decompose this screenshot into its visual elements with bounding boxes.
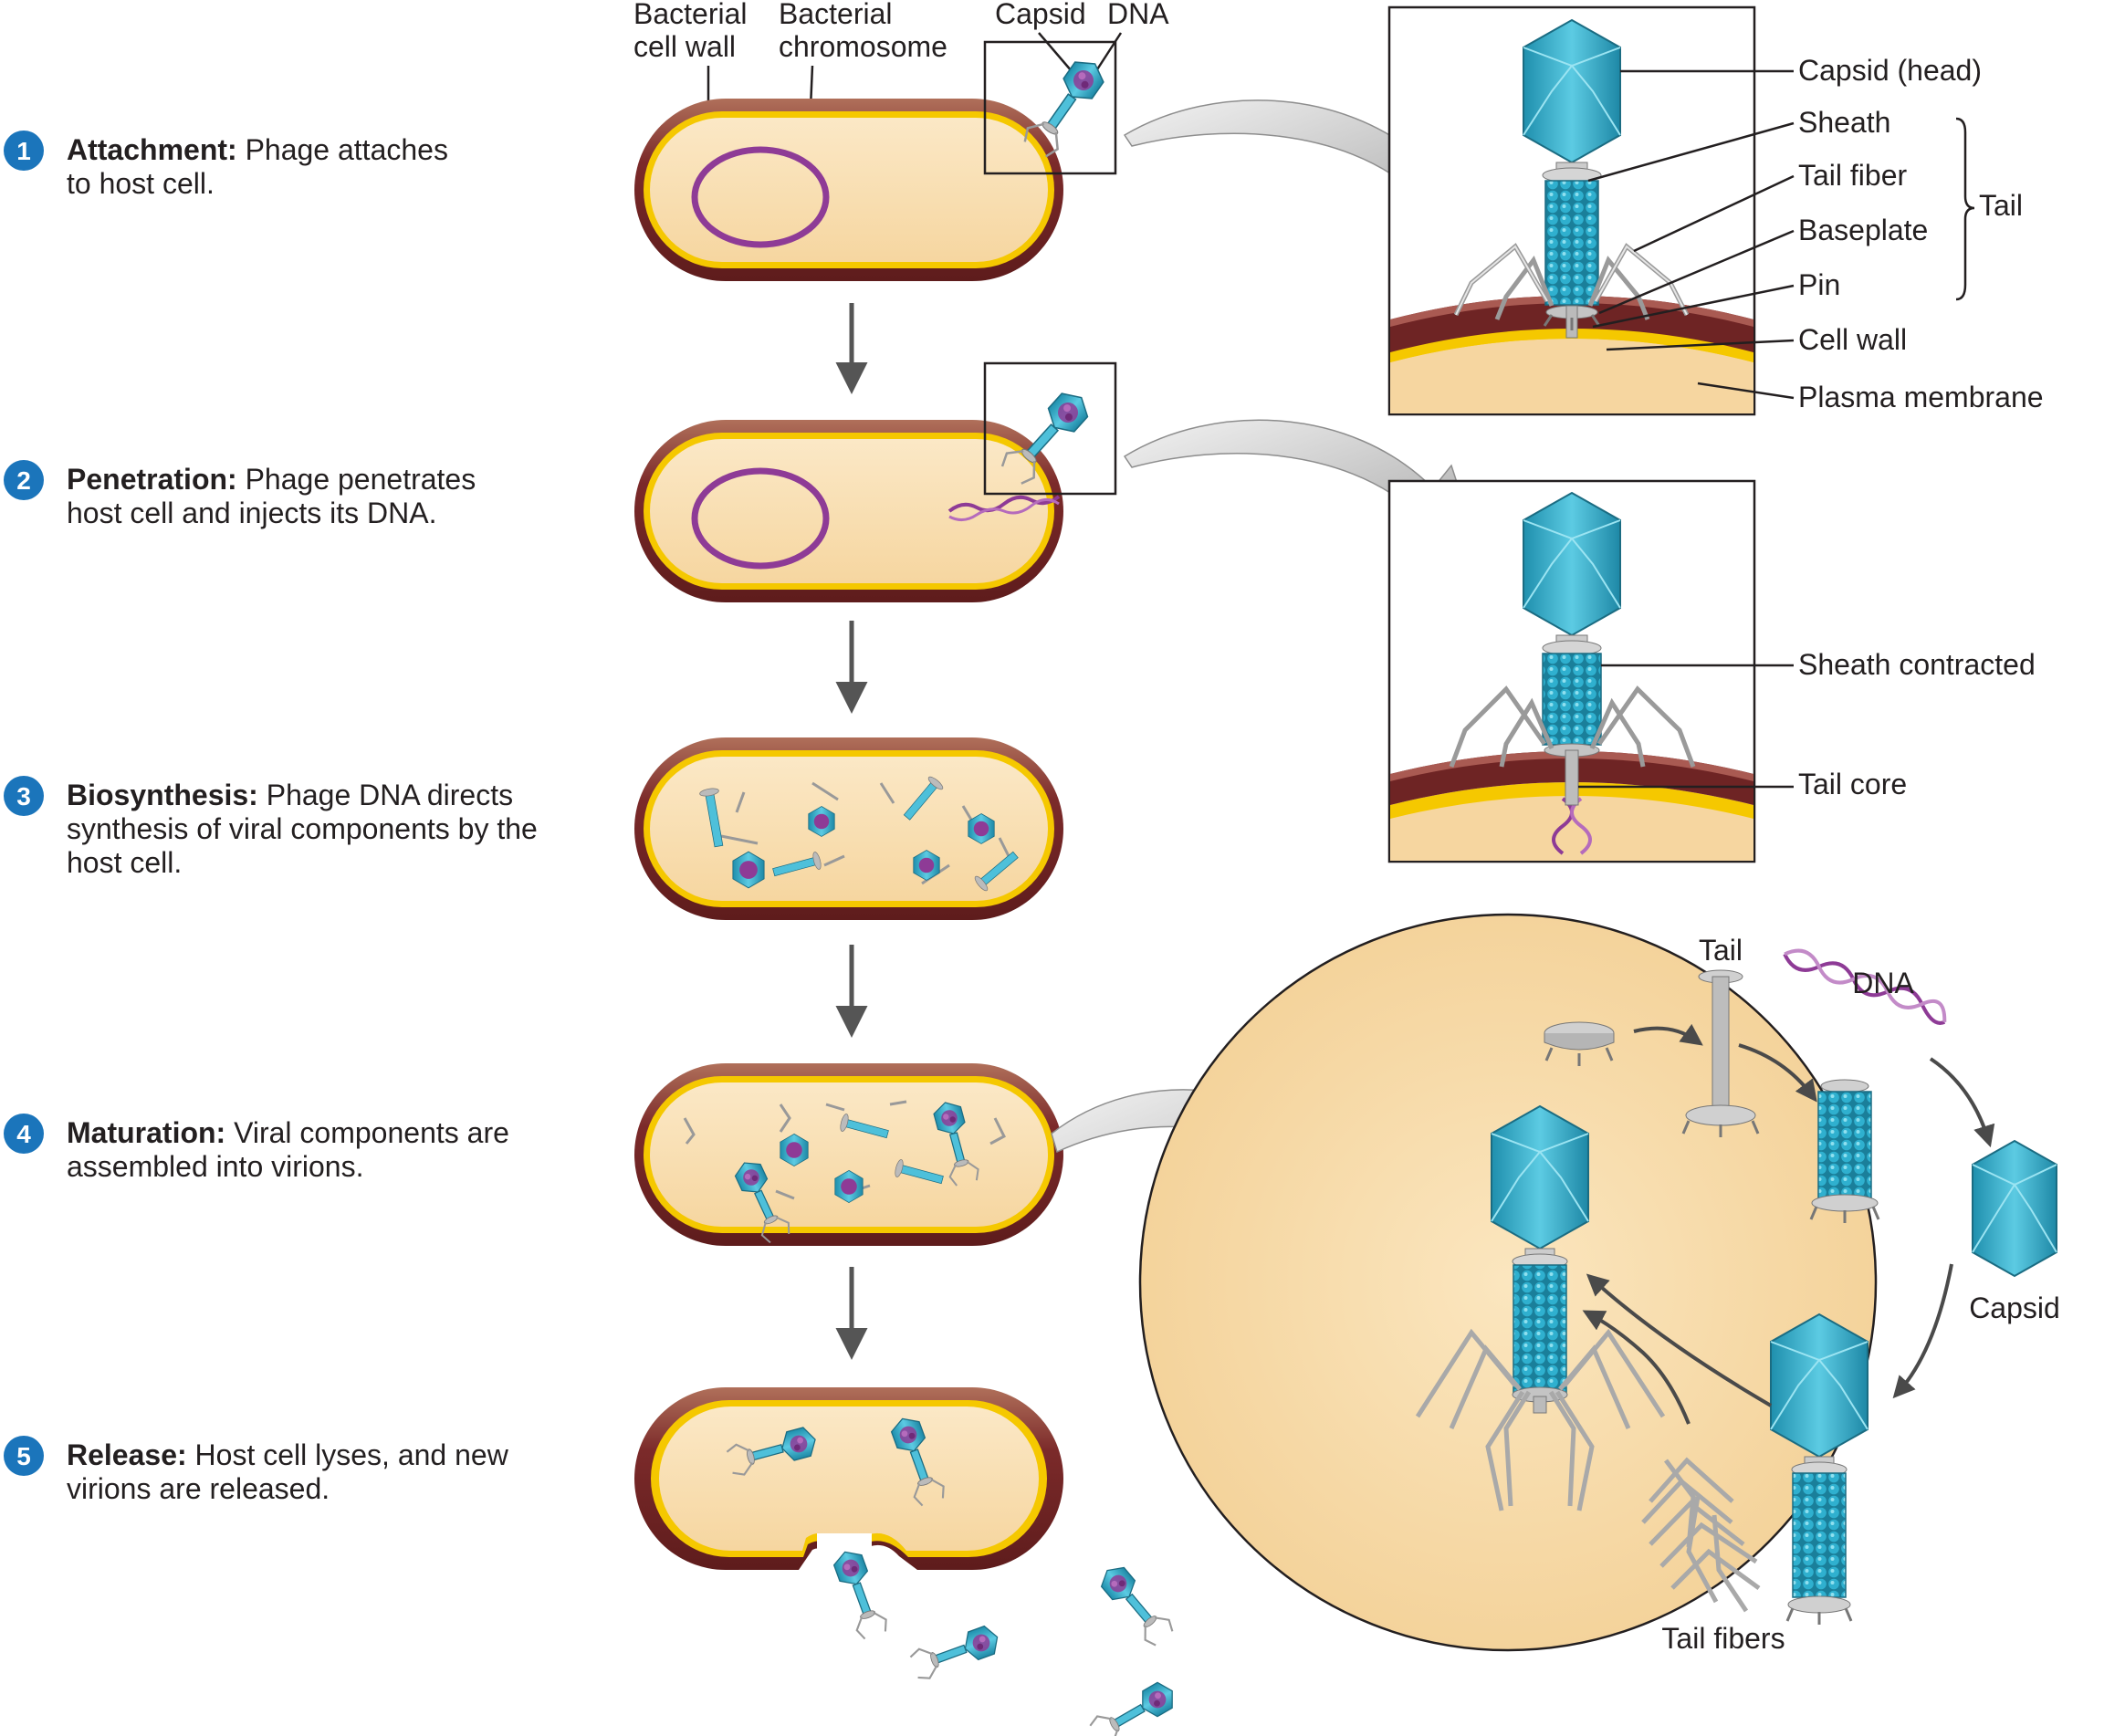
step-text: virions are released. bbox=[67, 1472, 330, 1505]
baseplate-part bbox=[1544, 1021, 1615, 1066]
cell-maturation bbox=[634, 1063, 1063, 1246]
step-text: Phage DNA directs bbox=[258, 779, 513, 811]
tail-core-part bbox=[1681, 969, 1760, 1137]
label-assembly-tail-fibers: Tail fibers bbox=[1661, 1622, 1785, 1655]
step-number: 3 bbox=[16, 782, 31, 810]
step-number-badge bbox=[4, 1114, 44, 1154]
label-assembly-tail: Tail bbox=[1699, 934, 1743, 967]
step-title: Attachment: bbox=[67, 133, 237, 166]
capsid-part bbox=[1972, 1139, 2057, 1278]
step-text: Phage attaches bbox=[237, 133, 448, 166]
step-text: Host cell lyses, and new bbox=[187, 1438, 509, 1471]
step-title: Release: bbox=[67, 1438, 187, 1471]
top-labels: Bacterial cell wall Bacterial chromosome… bbox=[633, 0, 1169, 173]
label-sheath-contracted: Sheath contracted bbox=[1798, 648, 2036, 681]
released-virions bbox=[829, 1545, 1181, 1736]
step-text: host cell and injects its DNA. bbox=[67, 497, 437, 529]
step-text: assembled into virions. bbox=[67, 1150, 363, 1183]
step-number: 4 bbox=[16, 1120, 31, 1148]
step-number-badge bbox=[4, 776, 44, 816]
zoom-box bbox=[983, 361, 1117, 496]
label-capsid: Capsid bbox=[995, 0, 1086, 30]
label-dna: DNA bbox=[1107, 0, 1169, 30]
step-5: 5 Release: Host cell lyses, and new viri… bbox=[4, 1436, 509, 1505]
step-title: Maturation: bbox=[67, 1116, 225, 1149]
label-assembly-dna: DNA bbox=[1852, 967, 1914, 999]
label-bacterial-cell-wall: cell wall bbox=[633, 30, 736, 63]
cell-attachment bbox=[634, 52, 1112, 281]
label-bacterial-chromosome: Bacterial bbox=[779, 0, 893, 30]
svg-text:Release: Host cell lyses, and: Release: Host cell lyses, and new bbox=[67, 1438, 509, 1471]
tail-with-sheath-part bbox=[1809, 1079, 1880, 1223]
step-text: to host cell. bbox=[67, 167, 215, 200]
step-number: 1 bbox=[16, 137, 31, 165]
inset-attachment: Capsid (head) Sheath Tail fiber Baseplat… bbox=[1387, 5, 2044, 416]
inset-penetration: Sheath contracted Tail core bbox=[1387, 479, 2036, 863]
label-bacterial-chromosome: chromosome bbox=[779, 30, 947, 63]
step-number: 5 bbox=[16, 1442, 31, 1470]
label-baseplate: Baseplate bbox=[1798, 214, 1928, 246]
cell-biosynthesis bbox=[634, 737, 1063, 920]
label-plasma-membrane: Plasma membrane bbox=[1798, 381, 2044, 413]
dna-part bbox=[1783, 948, 1947, 1025]
phage-attached bbox=[1453, 18, 1690, 339]
bacterial-chromosome bbox=[691, 146, 830, 248]
step-number: 2 bbox=[16, 466, 31, 495]
svg-text:Attachment: Phage attaches: Attachment: Phage attaches bbox=[67, 133, 448, 166]
label-assembly-capsid: Capsid bbox=[1969, 1292, 2060, 1324]
bacterial-chromosome bbox=[691, 467, 830, 570]
label-tail-core: Tail core bbox=[1798, 768, 1907, 800]
zoom-box bbox=[983, 40, 1117, 175]
step-title: Penetration: bbox=[67, 463, 237, 496]
tail-fibers-part bbox=[1641, 1457, 1761, 1613]
injected-dna bbox=[947, 495, 1061, 513]
step-3: 3 Biosynthesis: Phage DNA directs synthe… bbox=[4, 776, 538, 879]
step-2: 2 Penetration: Phage penetrates host cel… bbox=[4, 460, 476, 529]
phage-without-fibers bbox=[1770, 1312, 1869, 1625]
label-tail-fiber: Tail fiber bbox=[1798, 159, 1908, 192]
step-1: 1 Attachment: Phage attaches to host cel… bbox=[4, 131, 448, 200]
step-4: 4 Maturation: Viral components are assem… bbox=[4, 1114, 509, 1183]
step-list: 1 Attachment: Phage attaches to host cel… bbox=[4, 131, 538, 1505]
phage-injecting bbox=[1449, 491, 1696, 806]
label-sheath: Sheath bbox=[1798, 106, 1890, 139]
label-capsid-head: Capsid (head) bbox=[1798, 54, 1982, 87]
step-number-badge bbox=[4, 1436, 44, 1476]
step-title: Biosynthesis: bbox=[67, 779, 258, 811]
label-tail: Tail bbox=[1979, 189, 2023, 222]
step-text: Viral components are bbox=[225, 1116, 509, 1149]
step-number-badge bbox=[4, 460, 44, 500]
step-text: host cell. bbox=[67, 846, 182, 879]
step-text: synthesis of viral components by the bbox=[67, 812, 538, 845]
label-bacterial-cell-wall: Bacterial bbox=[633, 0, 748, 30]
complete-phage bbox=[1415, 1104, 1666, 1511]
assembly-circle: Tail DNA Capsid bbox=[1138, 913, 2060, 1655]
cell-penetration bbox=[634, 384, 1096, 602]
cell-release bbox=[634, 1387, 1063, 1588]
svg-text:Biosynthesis: Phage DNA direct: Biosynthesis: Phage DNA directs bbox=[67, 779, 513, 811]
svg-text:Maturation: Viral components a: Maturation: Viral components are bbox=[67, 1116, 509, 1149]
svg-text:Penetration: Phage penetrates: Penetration: Phage penetrates bbox=[67, 463, 476, 496]
step-number-badge bbox=[4, 131, 44, 171]
tail-bracket bbox=[1955, 117, 1975, 301]
step-text: Phage penetrates bbox=[237, 463, 476, 496]
label-pin: Pin bbox=[1798, 268, 1840, 301]
label-cell-wall: Cell wall bbox=[1798, 323, 1907, 356]
